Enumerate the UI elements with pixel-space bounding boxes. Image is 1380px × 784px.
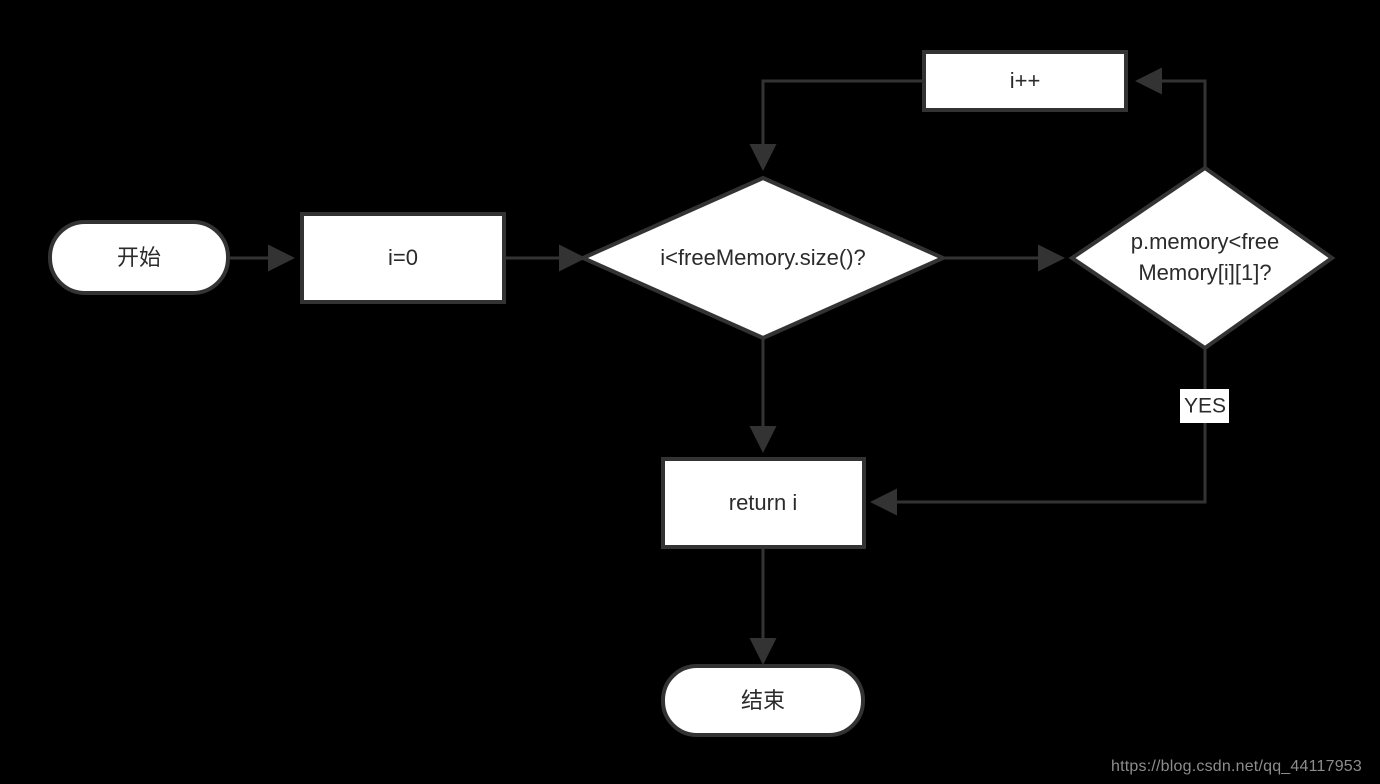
- fit-condition-shape: [1068, 165, 1336, 351]
- edge-label-yes: YES: [1180, 389, 1229, 423]
- return-node-shape: [661, 457, 866, 549]
- increment-node-shape: [922, 50, 1128, 112]
- fit-condition-label-line1: p.memory<free: [1131, 229, 1280, 254]
- edge-fit-condition-to-increment: [1135, 67, 1207, 178]
- node-increment[interactable]: i++: [922, 50, 1128, 112]
- node-loop-condition[interactable]: i<freeMemory.size()?: [578, 175, 948, 341]
- loop-condition-label: i<freeMemory.size()?: [660, 245, 866, 270]
- loop-condition-shape: [578, 175, 948, 341]
- node-end[interactable]: 结束: [661, 664, 865, 737]
- node-fit-condition[interactable]: p.memory<free Memory[i][1]?: [1068, 165, 1336, 351]
- start-node-label: 开始: [117, 246, 161, 271]
- node-init[interactable]: i=0: [300, 212, 506, 304]
- end-node-shape: [661, 664, 865, 737]
- yes-label-text: YES: [1184, 395, 1226, 418]
- edge-fit-condition-yes-to-return: [870, 338, 1207, 516]
- return-node-label: return i: [729, 490, 797, 515]
- start-node-shape: [48, 220, 230, 295]
- node-return[interactable]: return i: [661, 457, 866, 549]
- node-start[interactable]: 开始: [48, 220, 230, 295]
- end-node-label: 结束: [741, 689, 785, 714]
- init-node-shape: [300, 212, 506, 304]
- increment-node-label: i++: [1010, 68, 1041, 93]
- edge-increment-to-loop-condition: [749, 79, 924, 171]
- fit-condition-label-line2: Memory[i][1]?: [1138, 260, 1271, 285]
- watermark: https://blog.csdn.net/qq_44117953: [1111, 758, 1362, 775]
- yes-label-background: [1180, 389, 1229, 423]
- init-node-label: i=0: [388, 245, 418, 270]
